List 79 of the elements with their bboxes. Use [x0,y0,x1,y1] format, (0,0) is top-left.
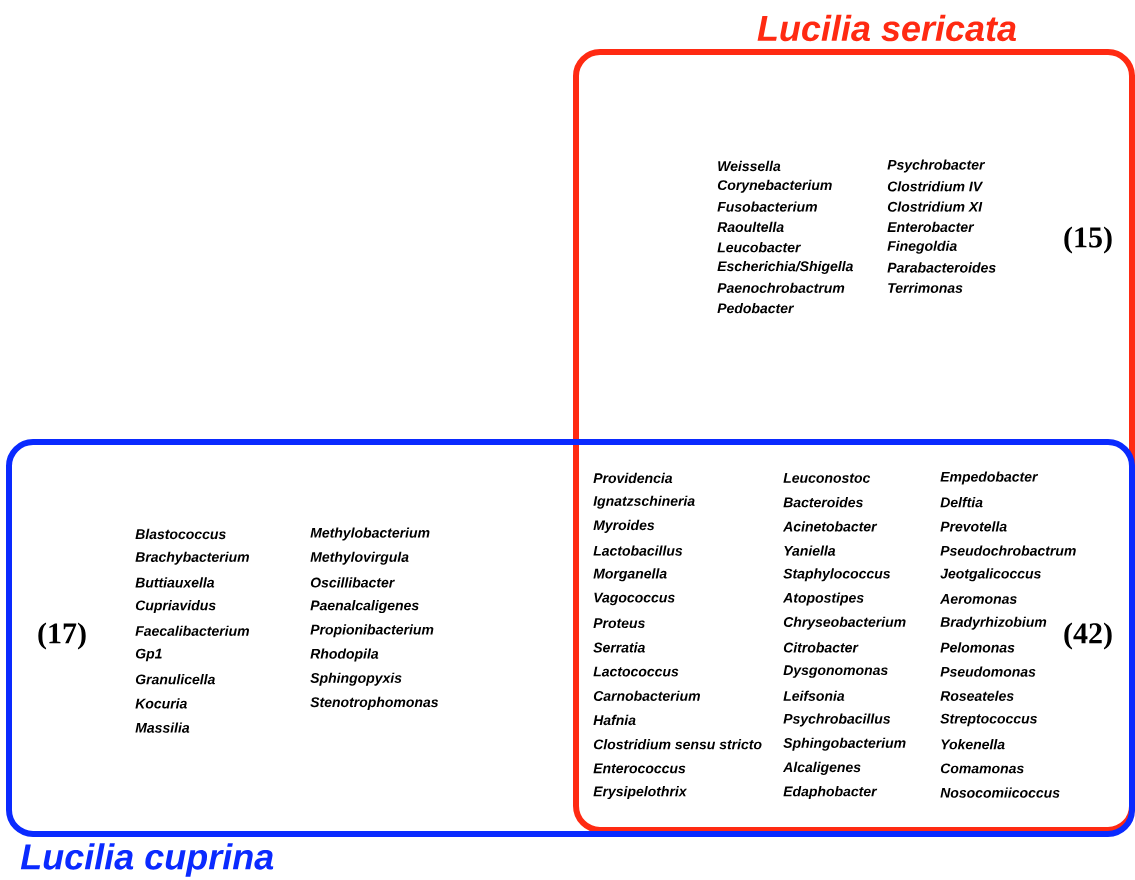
genus-name: Nosocomiicoccus [940,787,1060,798]
genus-name: Pseudochrobactrum [940,545,1076,556]
genus-name: Stenotrophomonas [310,696,439,710]
genus-name: Enterococcus [593,763,686,774]
genus-name: Comamonas [940,763,1024,774]
genus-name: Proteus [593,618,645,629]
count-label: (17) [38,622,86,650]
genus-name: Psychrobacter [887,159,986,173]
genus-name: Edaphobacter [783,786,878,800]
genus-name: Parabacteroides [887,262,996,273]
genus-name: Pedobacter [717,302,795,314]
genus-name: Delftia [940,497,983,508]
genus-name: Yaniella [784,545,836,556]
genus-name: Carnobacterium [593,690,700,701]
genus-name: Providencia [593,472,673,484]
genus-name: Serratia [593,642,645,653]
count-label: (42) [1064,622,1112,650]
genus-name: Myroides [593,519,655,533]
genus-name: Faecalibacterium [135,625,249,636]
genus-name: Hafnia [593,714,636,726]
genus-name: Oscillibacter [310,577,395,588]
genus-name: Alcaligenes [782,761,861,775]
genus-name: Prevotella [940,521,1007,532]
genus-name: Citrobacter [783,642,859,653]
genus-name: Streptococcus [940,713,1037,727]
genus-name: Cupriavidus [135,600,216,614]
genus-name: Methylovirgula [310,551,409,565]
genus-name: Leuconostoc [783,473,871,483]
genus-name: Lactococcus [593,666,679,677]
genus-name: Gp1 [135,648,162,662]
genus-name: Clostridium IV [887,181,984,192]
genus-name: Pelomonas [940,642,1015,653]
genus-name: Terrimonas [888,282,963,293]
genus-name: Lactobacillus [593,545,683,556]
genus-name: Sphingobacterium [783,737,906,751]
count-label: (15) [1064,226,1112,254]
genus-name: Jeotgalicoccus [940,568,1041,582]
genus-name: Blastococcus [135,528,226,540]
genus-name: Kocuria [135,698,187,709]
genus-name: Buttiauxella [135,577,215,588]
genus-name: Erysipelothrix [593,786,688,800]
genus-name: Bradyrhizobium [940,616,1047,630]
genus-name: Methylobacterium [310,527,430,541]
genus-name: Escherichia/Shigella [717,260,853,274]
genus-name: Clostridium XI [887,201,983,212]
genus-name: Bacteroides [783,497,863,508]
genus-name: Morganella [593,568,667,582]
genus-name: Atopostipes [782,592,864,606]
set-title: Lucilia sericata [757,14,1016,42]
set-title: Lucilia cuprina [20,843,274,877]
genus-name: Sphingopyxis [310,672,402,686]
genus-name: Weissella [718,160,781,172]
genus-name: Raoultella [717,221,784,233]
genus-name: Brachybacterium [135,551,249,565]
genus-name: Finegoldia [887,240,957,254]
genus-name: Leifsonia [783,690,845,701]
genus-name: Staphylococcus [783,568,891,582]
genus-name: Enterobacter [887,221,975,233]
genus-name: Fusobacterium [717,201,817,212]
genus-name: Massilia [135,722,190,733]
genus-name: Aeromonas [939,594,1017,604]
genus-name: Yokenella [941,739,1005,750]
genus-name: Empedobacter [940,471,1039,485]
genus-name: Dysgonomonas [783,665,888,678]
genus-name: Clostridium sensu stricto [593,739,762,750]
genus-name: Vagococcus [594,592,675,606]
genus-name: Pseudomonas [940,666,1036,677]
genus-name: Psychrobacillus [783,713,891,727]
genus-name: Chryseobacterium [783,616,906,630]
genus-name: Corynebacterium [717,179,832,193]
genus-name: Acinetobacter [782,521,878,532]
genus-name: Ignatzschineria [593,495,695,509]
genus-name: Paenochrobactrum [717,282,845,293]
genus-name: Propionibacterium [310,624,434,638]
genus-name: Granulicella [135,674,215,685]
genus-name: Rhodopila [310,648,379,662]
genus-name: Roseateles [940,690,1014,701]
genus-name: Leucobacter [717,242,802,253]
genus-name: Paenalcaligenes [310,600,419,614]
